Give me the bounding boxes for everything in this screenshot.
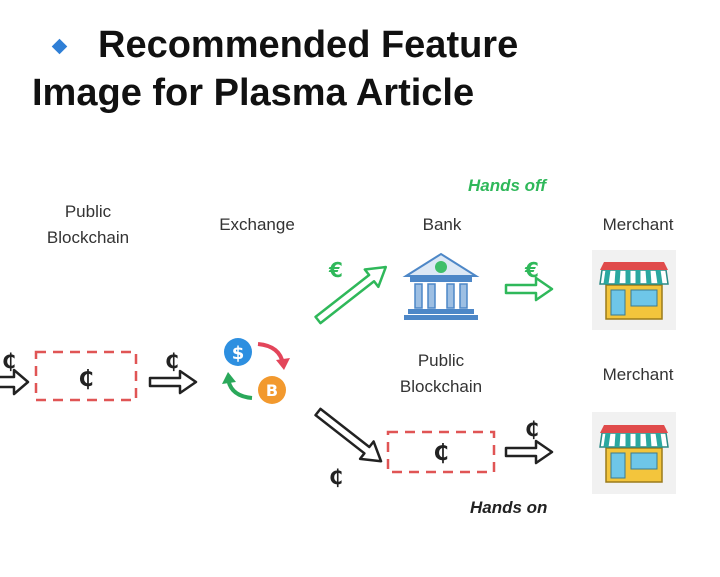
crypto-coin-in-box-right-icon: ₵ <box>433 441 448 466</box>
arrow-to-exchange-icon <box>148 369 198 395</box>
arrow-to-bank-icon <box>314 265 388 325</box>
title-line-2: Image for Plasma Article <box>32 72 475 114</box>
exchange-coins-icon: $ B <box>222 338 290 404</box>
store-icon-top <box>592 250 676 330</box>
hands-on-label: Hands on <box>470 498 548 517</box>
blockchain-box-right <box>386 430 496 474</box>
public-blockchain-left-label: Public Blockchain <box>46 202 130 247</box>
dollar-coin-icon: $ <box>232 343 245 364</box>
crypto-coin-down-icon: ₵ <box>329 465 343 489</box>
euro-to-bank-icon: € <box>328 258 343 282</box>
hands-off-label: Hands off <box>468 176 547 195</box>
incoming-arrow-icon <box>0 368 30 396</box>
merchant-top-label: Merchant <box>602 215 674 234</box>
crypto-coin-in-box-left-icon: ₵ <box>78 367 93 392</box>
title-line-1: Recommended Feature <box>98 24 519 66</box>
bitcoin-coin-icon: B <box>266 381 278 400</box>
public-blockchain-right-label: Public Blockchain <box>399 351 483 396</box>
euro-to-merchant-icon: € <box>524 258 539 282</box>
crypto-coin-to-exchange-icon: ₵ <box>165 349 179 373</box>
crypto-coin-to-merchant-icon: ₵ <box>525 417 539 441</box>
merchant-bottom-label: Merchant <box>602 365 674 384</box>
arrow-to-merchant-bottom-icon <box>504 439 554 465</box>
store-icon-bottom <box>592 412 676 494</box>
arrow-to-blockchain-right-icon <box>314 407 383 463</box>
bank-label: Bank <box>422 215 462 234</box>
exchange-label: Exchange <box>219 215 295 234</box>
bank-icon <box>402 252 480 320</box>
blockchain-box-left <box>34 350 138 402</box>
crypto-coin-left-edge-icon: ₵ <box>2 349 16 373</box>
